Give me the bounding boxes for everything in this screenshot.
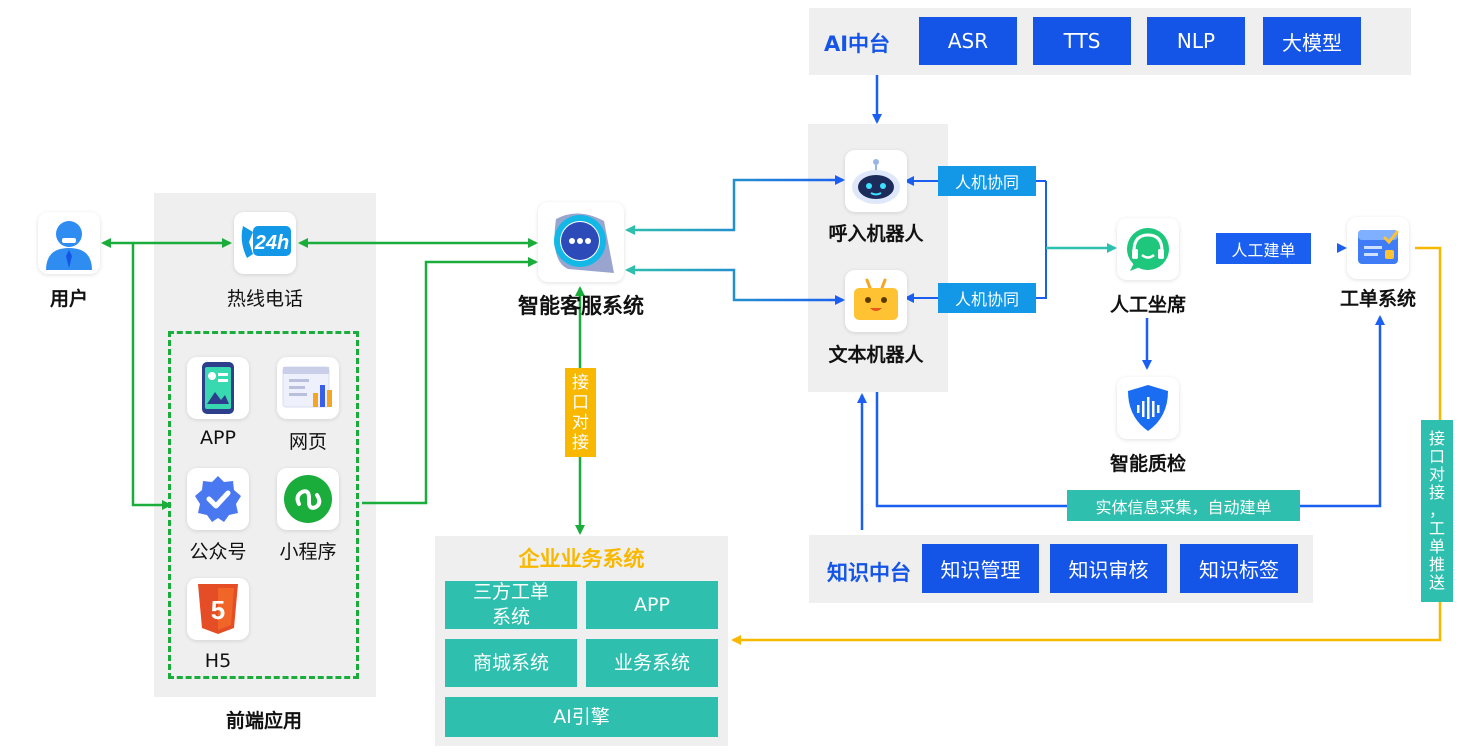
- html5-icon: 5: [198, 584, 238, 634]
- official-account-label: 公众号: [189, 541, 247, 563]
- web-tile[interactable]: [277, 357, 339, 419]
- quality-label: 智能质检: [1109, 453, 1186, 475]
- agent-tile[interactable]: [1117, 218, 1179, 280]
- ticket-label: 工单系统: [1339, 288, 1416, 310]
- hotline-label: 热线电话: [226, 288, 303, 310]
- knowledge-platform-title: 知识中台: [827, 561, 911, 585]
- h5-label: H5: [204, 650, 232, 672]
- knowledge-item-review[interactable]: 知识审核: [1050, 544, 1167, 593]
- auto-ticket-tag: 实体信息采集，自动建单: [1067, 490, 1300, 521]
- mini-program-tile[interactable]: [277, 468, 339, 530]
- enterprise-item-app[interactable]: APP: [586, 581, 718, 629]
- hotline-tile[interactable]: 24h: [234, 212, 296, 274]
- text-robot-tile[interactable]: [845, 270, 907, 332]
- knowledge-item-management[interactable]: 知识管理: [922, 544, 1039, 593]
- interface-tag: 接 口 对 接: [565, 368, 596, 457]
- ai-item-nlp[interactable]: NLP: [1147, 17, 1245, 65]
- ai-platform-title: AI中台: [823, 32, 891, 56]
- h5-badge: 5: [211, 595, 225, 625]
- push-tag-char: 推: [1428, 555, 1445, 574]
- shield-audio-icon: [1128, 385, 1168, 431]
- collab-tag-bottom: 人机协同: [938, 283, 1036, 313]
- agent-label: 人工坐席: [1109, 294, 1186, 316]
- enterprise-title: 企业业务系统: [518, 547, 645, 571]
- user-icon: [46, 221, 92, 270]
- robot-head-icon: [852, 159, 900, 204]
- app-label: APP: [200, 427, 236, 449]
- user-tile[interactable]: [38, 212, 100, 274]
- push-tag-char: 工: [1428, 519, 1445, 538]
- ai-item-asr[interactable]: ASR: [919, 17, 1017, 65]
- enterprise-item-business[interactable]: 业务系统: [586, 639, 718, 687]
- push-tag-char: 口: [1428, 447, 1445, 466]
- inbound-robot-tile[interactable]: [845, 150, 907, 212]
- push-tag-char: 送: [1428, 573, 1445, 592]
- app-tile[interactable]: [187, 357, 249, 419]
- enterprise-item-ai-engine[interactable]: AI引擎: [445, 697, 718, 737]
- smart-service-label: 智能客服系统: [518, 294, 644, 318]
- push-ticket-tag: 接 口 对 接 ， 工 单 推 送: [1421, 420, 1453, 602]
- web-label: 网页: [288, 431, 327, 453]
- verified-badge-icon: [195, 476, 241, 522]
- smart-service-tile[interactable]: [538, 202, 624, 282]
- knowledge-item-tags[interactable]: 知识标签: [1180, 544, 1298, 593]
- interface-tag-char: 口: [572, 392, 589, 413]
- interface-tag-char: 接: [572, 372, 589, 393]
- text-robot-label: 文本机器人: [828, 344, 924, 366]
- frontend-title: 前端应用: [225, 710, 302, 732]
- push-tag-char: ，: [1428, 501, 1445, 520]
- manual-ticket-tag: 人工建单: [1216, 233, 1311, 264]
- ai-item-llm[interactable]: 大模型: [1263, 17, 1361, 65]
- phone-24h-icon: 24h: [241, 226, 291, 258]
- enterprise-item-mall[interactable]: 商城系统: [445, 639, 577, 687]
- ai-item-tts[interactable]: TTS: [1033, 17, 1131, 65]
- ticket-card-icon: [1358, 230, 1399, 264]
- push-tag-char: 接: [1428, 483, 1445, 502]
- collab-tag-top: 人机协同: [938, 166, 1036, 196]
- interface-tag-char: 接: [572, 432, 589, 453]
- mini-program-icon: [284, 475, 332, 523]
- mini-program-label: 小程序: [279, 541, 337, 563]
- hotline-badge: 24h: [254, 232, 289, 254]
- enterprise-item-third-party-ticket[interactable]: 三方工单 系统: [445, 581, 577, 629]
- chat-bubble-icon: [554, 213, 614, 273]
- mobile-app-icon: [202, 362, 234, 414]
- push-tag-char: 单: [1428, 537, 1445, 556]
- push-tag-char: 对: [1428, 465, 1445, 484]
- quality-tile[interactable]: [1117, 377, 1179, 439]
- ticket-tile[interactable]: [1347, 217, 1409, 279]
- official-account-tile[interactable]: [187, 468, 249, 530]
- headset-agent-icon: [1127, 228, 1169, 271]
- inbound-robot-label: 呼入机器人: [828, 223, 924, 245]
- user-label: 用户: [49, 288, 88, 310]
- text-robot-icon: [854, 278, 898, 320]
- h5-tile[interactable]: 5: [187, 578, 249, 640]
- push-tag-char: 接: [1428, 429, 1445, 448]
- webpage-icon: [282, 366, 332, 408]
- interface-tag-char: 对: [572, 412, 589, 433]
